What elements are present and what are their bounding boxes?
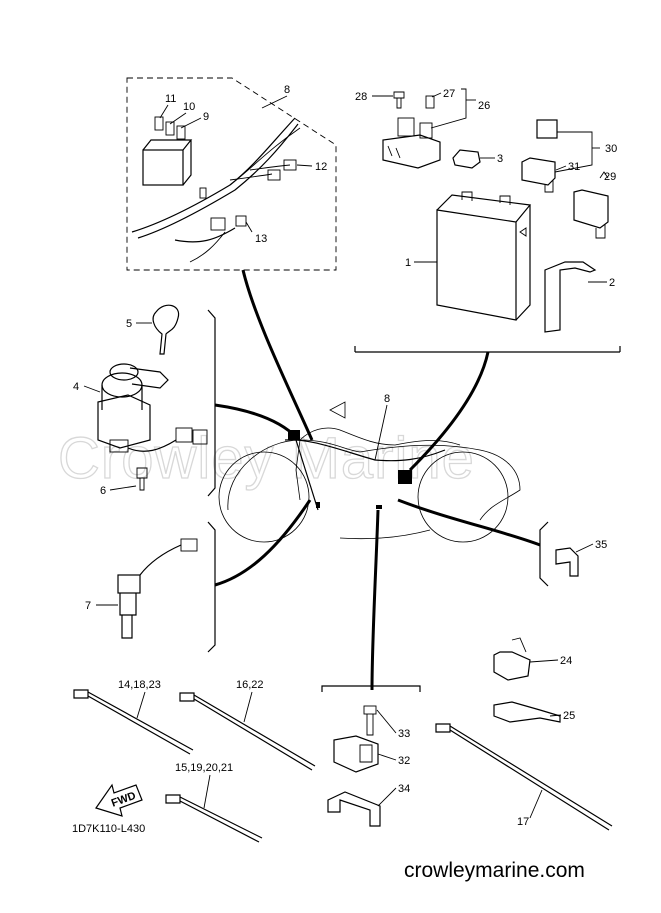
leader-holder	[370, 509, 380, 691]
relay-29	[573, 189, 609, 229]
bolt-28	[393, 91, 405, 109]
callout-31: 31	[568, 161, 580, 173]
callout-12: 12	[315, 161, 327, 173]
cable-tie-17	[435, 723, 613, 831]
clamp-24	[493, 651, 531, 681]
fuse-9	[176, 125, 186, 140]
cable-tie-14	[73, 689, 194, 755]
callout-5: 5	[126, 318, 132, 330]
callout-25: 25	[563, 710, 575, 722]
wire-harness-group: 11 10 9 8 12 13	[126, 77, 337, 271]
callout-28: 28	[355, 91, 367, 103]
connector-12	[283, 159, 297, 171]
leader-harness	[241, 269, 314, 441]
callout-29: 29	[604, 171, 616, 183]
cable-tie-15	[165, 794, 263, 843]
callout-13: 13	[255, 233, 267, 245]
watermark-text: Crowley Marine	[58, 426, 475, 491]
callout-6: 6	[100, 485, 106, 497]
fuse-10	[165, 121, 175, 136]
callout-7: 7	[85, 600, 91, 612]
starter-relay	[382, 134, 441, 169]
battery	[436, 209, 517, 321]
fuse-11	[154, 116, 164, 131]
bolt-33	[363, 705, 377, 715]
callout-8-harness: 8	[284, 84, 290, 96]
clamp-25	[493, 701, 561, 723]
callout-32: 32	[398, 755, 410, 767]
key-5	[152, 304, 180, 355]
callout-11: 11	[165, 93, 176, 105]
callout-33: 33	[398, 728, 410, 740]
callout-26: 26	[478, 100, 490, 112]
battery-band-2	[544, 261, 597, 333]
leader-sensor	[214, 499, 312, 587]
bolt-6	[136, 467, 148, 491]
leader-ignition	[214, 403, 299, 440]
sensor-group: 7	[85, 538, 198, 639]
relay-31	[521, 157, 556, 186]
front-wheel	[218, 451, 310, 543]
leader-battery	[408, 351, 490, 472]
ignition-switch	[97, 394, 151, 449]
callout-16-22: 16,22	[236, 679, 264, 691]
harness-dashed-box	[126, 77, 337, 271]
callout-27: 27	[443, 88, 455, 100]
diagram-code: 1D7K110-L430	[72, 823, 146, 835]
terminal-cover-3	[452, 149, 481, 169]
battery-group: 28 27 26 3 30 31 29 1 2	[354, 88, 621, 353]
callout-3: 3	[497, 153, 503, 165]
fuse-27	[425, 95, 435, 109]
fwd-arrow-icon: FWD	[95, 783, 143, 817]
callout-35: 35	[595, 539, 607, 551]
sensor-7	[117, 574, 141, 594]
bracket-34	[327, 791, 381, 827]
callout-4: 4	[73, 381, 79, 393]
fuse-box	[142, 149, 184, 186]
callout-17: 17	[517, 816, 529, 828]
callout-24: 24	[560, 655, 572, 667]
connector-a	[210, 217, 226, 231]
bracket-35	[555, 547, 579, 577]
cable-ties: 14,18,23 16,22 15,19,20,21 17	[73, 679, 613, 843]
clamp-group: 24 25	[493, 637, 575, 723]
callout-14-18-23: 14,18,23	[118, 679, 161, 691]
holder-32	[333, 735, 379, 773]
holder-group: 33 32 34	[321, 685, 421, 827]
callout-10: 10	[183, 101, 195, 113]
callout-9: 9	[203, 111, 209, 123]
callout-8-main: 8	[384, 393, 390, 405]
connector-13	[267, 169, 281, 181]
ignition-group: 5 4 6	[73, 304, 208, 497]
relay-30	[536, 119, 558, 139]
cable-tie-16	[179, 692, 316, 771]
site-label: crowleymarine.com	[404, 859, 585, 882]
callout-15-19-20-21: 15,19,20,21	[175, 762, 233, 774]
bracket-35-group: 35	[539, 521, 607, 587]
callout-1: 1	[405, 257, 411, 269]
callout-34: 34	[398, 783, 410, 795]
leader-bracket	[397, 498, 541, 547]
connector-b	[235, 215, 247, 227]
callout-2: 2	[609, 277, 615, 289]
callout-30: 30	[605, 143, 617, 155]
